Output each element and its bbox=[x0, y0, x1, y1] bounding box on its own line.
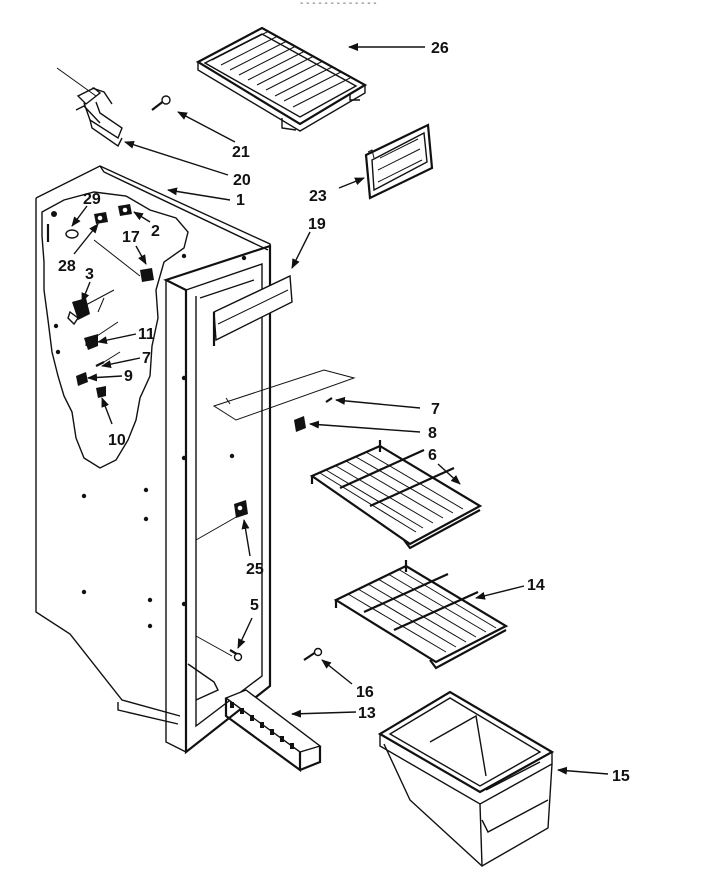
callout-8: 8 bbox=[428, 425, 437, 442]
callout-6: 6 bbox=[428, 447, 437, 464]
shelf-support-parts bbox=[294, 397, 333, 432]
callout-14: 14 bbox=[527, 577, 545, 594]
callout-20: 20 bbox=[233, 172, 251, 189]
light-panel-outline bbox=[212, 369, 356, 421]
callout-7-left: 7 bbox=[142, 350, 151, 367]
storage-bin-part bbox=[377, 690, 555, 867]
toe-grille-part bbox=[224, 689, 322, 773]
screw-21-part bbox=[151, 95, 171, 111]
air-diffuser-part bbox=[212, 274, 293, 346]
wire-shelf-upper-part bbox=[309, 440, 483, 550]
callout-29: 29 bbox=[83, 191, 101, 208]
callout-19: 19 bbox=[308, 216, 326, 233]
control-components bbox=[46, 204, 154, 398]
light-cover-part bbox=[364, 123, 434, 200]
callout-26: 26 bbox=[431, 40, 449, 57]
header-text: - - - - - - - - - - - - - bbox=[300, 0, 377, 9]
callout-15: 15 bbox=[612, 768, 630, 785]
freezer-liner-part bbox=[35, 165, 272, 755]
callout-16: 16 bbox=[356, 684, 374, 701]
callout-21: 21 bbox=[232, 144, 250, 161]
callout-1: 1 bbox=[236, 192, 245, 209]
callout-23: 23 bbox=[309, 188, 327, 205]
screw-16-part bbox=[303, 647, 323, 661]
callout-7-right: 7 bbox=[431, 401, 440, 418]
callout-10: 10 bbox=[108, 432, 126, 449]
callout-13: 13 bbox=[358, 705, 376, 722]
screw-5-part bbox=[229, 649, 243, 662]
callout-25: 25 bbox=[246, 561, 264, 578]
callout-3: 3 bbox=[85, 266, 94, 283]
part-25 bbox=[234, 500, 248, 518]
hinge-bracket-part bbox=[56, 67, 123, 148]
wire-shelf-lower-part bbox=[333, 560, 509, 670]
callout-5: 5 bbox=[250, 597, 259, 614]
top-shelf-frame-part bbox=[195, 26, 368, 132]
callout-17: 17 bbox=[122, 229, 140, 246]
callout-9: 9 bbox=[124, 368, 133, 385]
callout-11: 11 bbox=[138, 326, 155, 343]
callout-28: 28 bbox=[58, 258, 76, 275]
callout-2: 2 bbox=[151, 223, 160, 240]
